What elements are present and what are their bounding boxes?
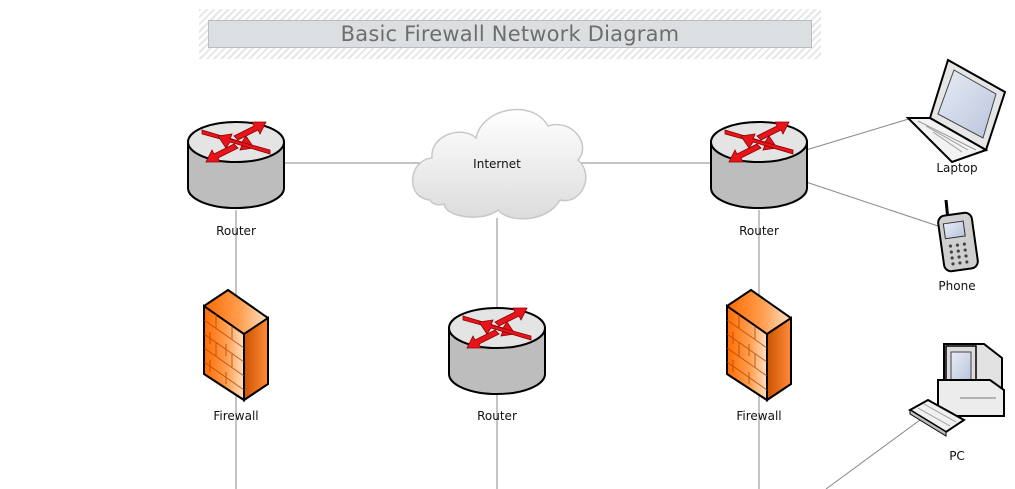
router-left-icon	[187, 121, 285, 209]
phone-icon	[937, 199, 979, 273]
link-router-right-laptop	[805, 117, 913, 151]
link-pc	[825, 419, 921, 489]
link-router-right-phone	[805, 181, 945, 229]
phone-label: Phone	[938, 279, 976, 293]
router-center-label: Router	[477, 409, 517, 423]
router-center-icon	[448, 307, 546, 395]
diagram-title: Basic Firewall Network Diagram	[208, 20, 812, 48]
router-right-icon	[710, 121, 808, 209]
diagram-title-banner: Basic Firewall Network Diagram	[199, 9, 821, 59]
laptop-label: Laptop	[936, 161, 978, 175]
firewall-left-label: Firewall	[213, 409, 259, 423]
router-right-label: Router	[739, 224, 779, 238]
pc-icon	[908, 343, 1005, 437]
internet-label: Internet	[473, 157, 521, 171]
pc-label: PC	[949, 449, 965, 463]
laptop-icon	[905, 58, 1007, 164]
firewall-right-label: Firewall	[736, 409, 782, 423]
firewall-left-icon	[203, 289, 269, 401]
router-left-label: Router	[216, 224, 256, 238]
internet-cloud-icon	[411, 108, 587, 220]
firewall-right-icon	[726, 289, 792, 401]
